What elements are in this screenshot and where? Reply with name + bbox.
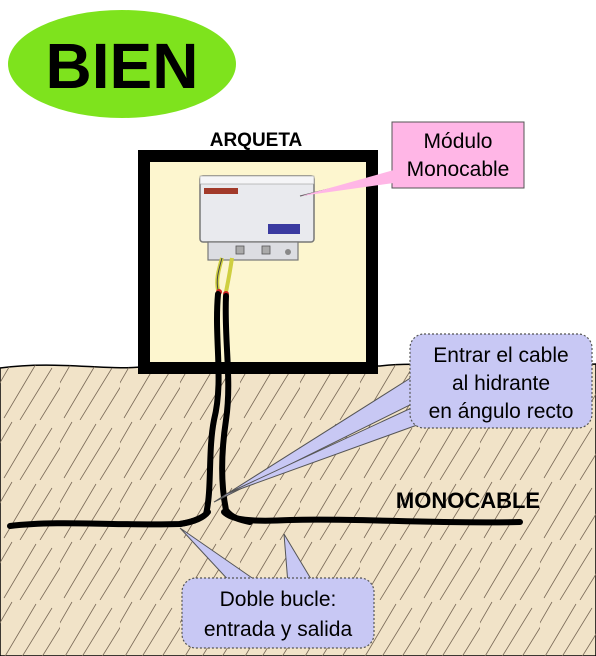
loop-callout: Doble bucle: entrada y salida: [179, 527, 375, 649]
module-callout: Módulo Monocable: [299, 121, 525, 197]
hydrant-callout-line3: en ángulo recto: [429, 400, 574, 423]
module-device: [199, 175, 315, 261]
bien-badge-text: BIEN: [46, 30, 199, 102]
monocable-label: MONOCABLE: [396, 488, 540, 513]
module-label-plate: [268, 224, 300, 234]
loop-callout-line2: entrada y salida: [204, 618, 353, 641]
loop-callout-line1: Doble bucle:: [220, 588, 337, 611]
hydrant-callout-line1: Entrar el cable: [433, 344, 568, 367]
hydrant-callout-line2: al hidrante: [452, 372, 550, 395]
monocable-line: [7, 509, 523, 529]
module-logo: [204, 188, 238, 194]
hydrant-callout: Entrar el cable al hidrante en ángulo re…: [213, 333, 593, 503]
bien-badge: [8, 10, 236, 118]
ground-hatching: [0, 360, 596, 656]
module-callout-line2: Monocable: [407, 158, 510, 181]
module-callout-line1: Módulo: [424, 130, 493, 153]
arqueta-label: ARQUETA: [210, 130, 303, 151]
